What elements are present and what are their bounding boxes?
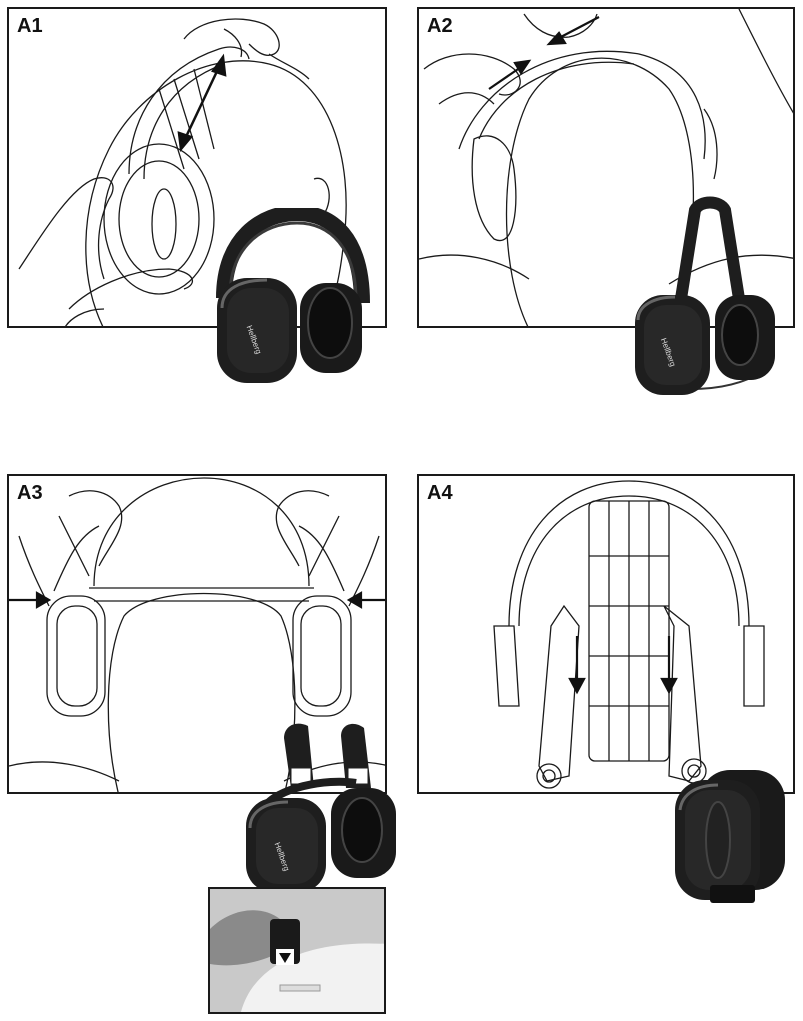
panel-a3-label: A3: [17, 482, 43, 504]
a1-illustration: [18, 18, 347, 326]
panel-a1: A1: [7, 7, 387, 328]
arrow-icon: [488, 16, 600, 90]
a3-headphone-product: Hellberg: [246, 723, 396, 893]
a4-headphone-product: [675, 770, 785, 903]
panel-a3: A3: [7, 474, 387, 794]
panel-a4-label: A4: [427, 482, 453, 504]
arrow-icon: [568, 636, 678, 695]
panel-a1-label: A1: [17, 15, 43, 37]
a2-headphone-product: Hellberg: [635, 196, 775, 395]
panel-a2-label: A2: [427, 15, 453, 37]
double-arrow-icon: [177, 53, 227, 153]
a3-photo-inset: [208, 887, 386, 1014]
photo-illustration: [210, 910, 384, 1012]
a1-headphone-product: Hellberg: [216, 208, 370, 383]
arrow-icon: [9, 591, 385, 609]
panel-a4: A4: [417, 474, 795, 794]
a4-illustration: [493, 480, 765, 789]
